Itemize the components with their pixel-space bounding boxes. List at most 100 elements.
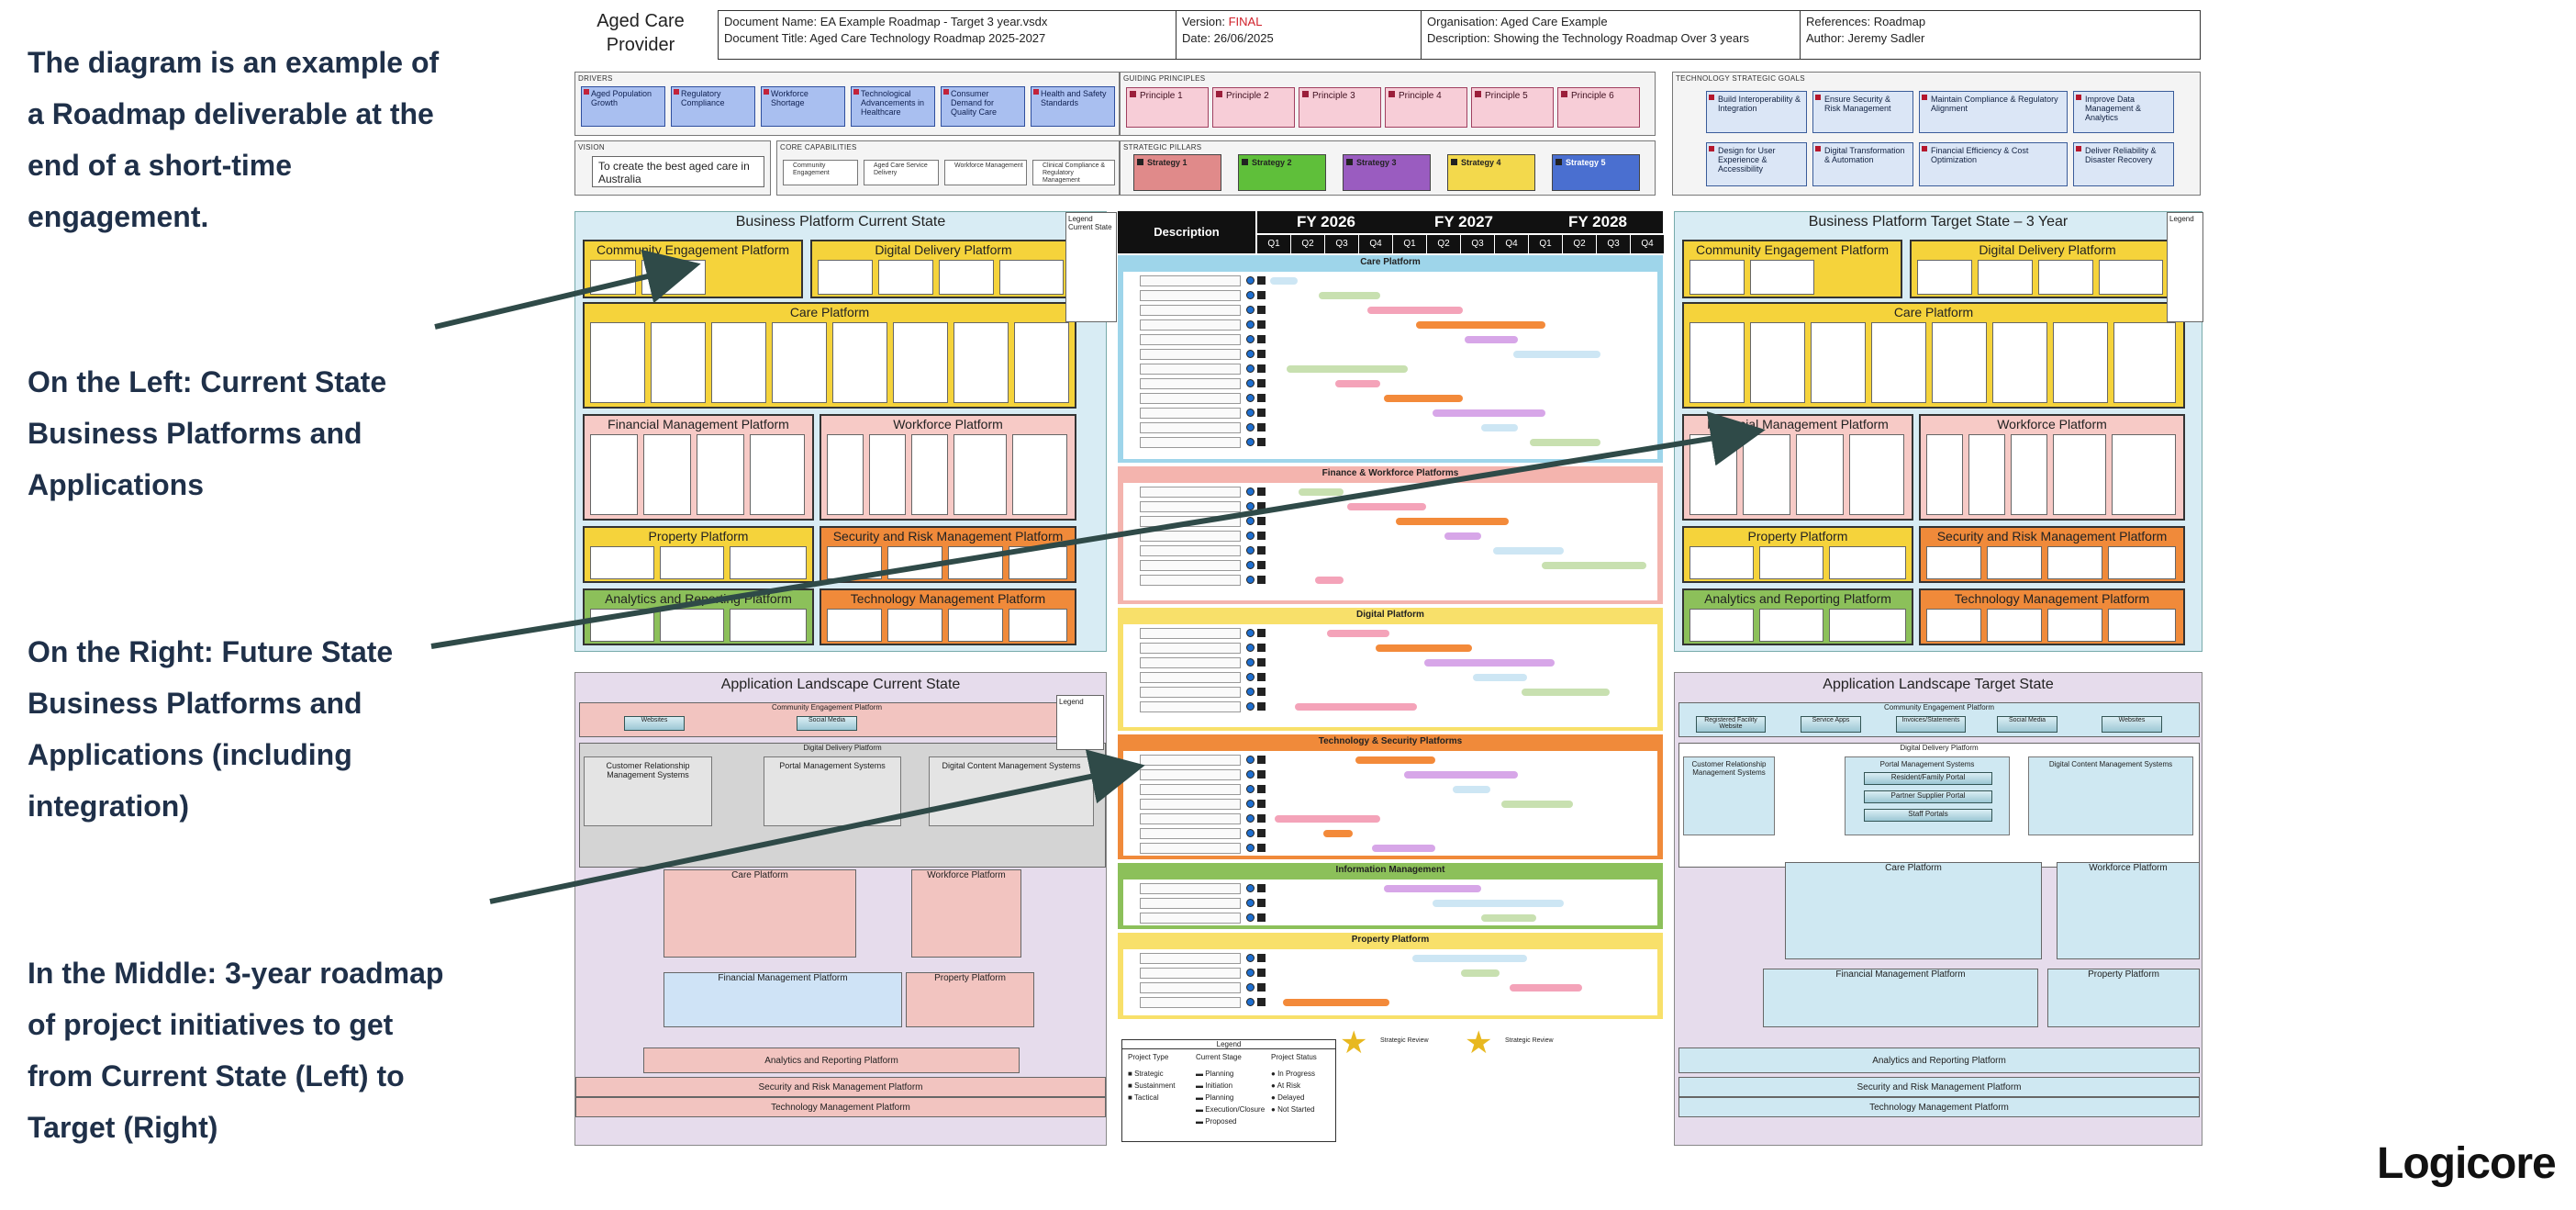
- target-platform-technology: Technology Management Platform: [1919, 588, 2185, 645]
- target-state-panel: Business Platform Target State – 3 Year …: [1674, 211, 2203, 652]
- roadmap-description-header: Description: [1118, 211, 1255, 253]
- principle-chip: Principle 6: [1557, 87, 1640, 128]
- quarter-label: Q2: [1563, 235, 1596, 253]
- star-icon: ★: [1340, 1025, 1368, 1060]
- roadmap-bar: [1453, 786, 1490, 793]
- roadmap-bar: [1522, 689, 1610, 696]
- header-document: Document Name: EA Example Roadmap - Targ…: [718, 10, 1176, 60]
- roadmap-bar: [1530, 439, 1600, 446]
- fy-2028: FY 2028: [1533, 211, 1663, 233]
- core-capabilities-box: CORE CAPABILITIES Community Engagement A…: [776, 140, 1120, 196]
- principle-chip: Principle 4: [1385, 87, 1467, 128]
- roadmap-bar: [1376, 644, 1472, 652]
- principle-chip: Principle 2: [1212, 87, 1295, 128]
- roadmap-bar: [1433, 409, 1545, 417]
- roadmap-bar: [1270, 277, 1298, 285]
- roadmap-bar: [1501, 801, 1573, 808]
- platform-financial-management: Financial Management Platform: [583, 414, 814, 521]
- driver-chip: Technological Advancements in Healthcare: [851, 86, 935, 127]
- driver-chip: Workforce Shortage: [761, 86, 845, 127]
- target-platform-digital: Digital Delivery Platform: [1910, 240, 2185, 298]
- roadmap-bar: [1542, 562, 1646, 569]
- target-state-title: Business Platform Target State – 3 Year: [1808, 214, 2069, 230]
- strategic-pillars-box: STRATEGIC PILLARS Strategy 1 Strategy 2 …: [1120, 140, 1656, 196]
- quarter-label: Q1: [1529, 235, 1562, 253]
- roadmap-legend: Legend Project Type Current Stage Projec…: [1121, 1039, 1336, 1142]
- roadmap-bar: [1465, 336, 1518, 343]
- principle-chip: Principle 1: [1126, 87, 1209, 128]
- quarter-label: Q1: [1257, 235, 1290, 253]
- app-landscape-target: Application Landscape Target State Commu…: [1674, 672, 2202, 1146]
- fy-2027: FY 2027: [1395, 211, 1533, 233]
- roadmap-bar: [1384, 395, 1463, 402]
- app-landscape-current: Application Landscape Current State Comm…: [574, 672, 1107, 1146]
- driver-chip: Consumer Demand for Quality Care: [941, 86, 1025, 127]
- target-platform-analytics: Analytics and Reporting Platform: [1682, 588, 1913, 645]
- roadmap-bar: [1323, 830, 1353, 837]
- quarter-label: Q3: [1461, 235, 1494, 253]
- roadmap-bar: [1416, 321, 1545, 329]
- quarter-label: Q2: [1291, 235, 1324, 253]
- platform-digital-delivery: Digital Delivery Platform: [810, 240, 1076, 298]
- roadmap-bar: [1433, 900, 1564, 907]
- roadmap-bar: [1444, 532, 1481, 540]
- quarter-label: Q3: [1597, 235, 1630, 253]
- roadmap-bar: [1315, 577, 1344, 584]
- vision-box: VISION To create the best aged care in A…: [574, 140, 771, 196]
- quarter-label: Q3: [1325, 235, 1358, 253]
- roadmap-bar: [1396, 518, 1509, 525]
- roadmap-bar: [1481, 914, 1536, 922]
- roadmap-bar: [1412, 955, 1527, 962]
- target-platform-care: Care Platform: [1682, 302, 2185, 409]
- roadmap-bar: [1327, 630, 1389, 637]
- principle-chip: Principle 3: [1299, 87, 1381, 128]
- drivers-box: DRIVERS Aged Population Growth Regulator…: [574, 72, 1120, 136]
- platform-property: Property Platform: [583, 526, 814, 583]
- driver-chip: Health and Safety Standards: [1031, 86, 1115, 127]
- current-state-title: Business Platform Current State: [735, 214, 946, 230]
- roadmap-bar: [1275, 815, 1380, 823]
- roadmap-bar: [1384, 885, 1481, 892]
- quarter-label: Q4: [1631, 235, 1664, 253]
- roadmap-bar: [1319, 292, 1380, 299]
- roadmap-bar: [1355, 756, 1435, 764]
- roadmap-bar: [1287, 365, 1408, 373]
- fy-2026: FY 2026: [1257, 211, 1395, 233]
- roadmap-bar: [1473, 674, 1527, 681]
- platform-analytics-reporting: Analytics and Reporting Platform: [583, 588, 814, 645]
- roadmap-bar: [1510, 984, 1582, 992]
- target-platform-workforce: Workforce Platform: [1919, 414, 2185, 521]
- strategic-goals-box: TECHNOLOGY STRATEGIC GOALS Build Interop…: [1672, 72, 2201, 196]
- roadmap-bar: [1481, 424, 1518, 431]
- target-platform-property: Property Platform: [1682, 526, 1913, 583]
- roadmap-bar: [1347, 503, 1426, 510]
- platform-technology-management: Technology Management Platform: [820, 588, 1076, 645]
- target-state-legend: Legend: [2167, 212, 2203, 322]
- roadmap-bar: [1283, 999, 1389, 1006]
- target-platform-community: Community Engagement Platform: [1682, 240, 1902, 298]
- guiding-principles-box: GUIDING PRINCIPLES Principle 1 Principle…: [1120, 72, 1656, 136]
- quarter-label: Q4: [1359, 235, 1392, 253]
- driver-chip: Aged Population Growth: [581, 86, 665, 127]
- logicore-logo: Logicore: [2377, 1139, 2557, 1188]
- target-platform-security: Security and Risk Management Platform: [1919, 526, 2185, 583]
- roadmap-bar: [1367, 307, 1463, 314]
- roadmap-bar: [1404, 771, 1518, 779]
- star-icon: ★: [1465, 1025, 1493, 1060]
- roadmap-bar: [1493, 547, 1564, 555]
- roadmap-bar: [1461, 969, 1500, 977]
- platform-workforce: Workforce Platform: [820, 414, 1076, 521]
- current-state-panel: Business Platform Current State Communit…: [574, 211, 1117, 652]
- platform-care: Care Platform: [583, 302, 1076, 409]
